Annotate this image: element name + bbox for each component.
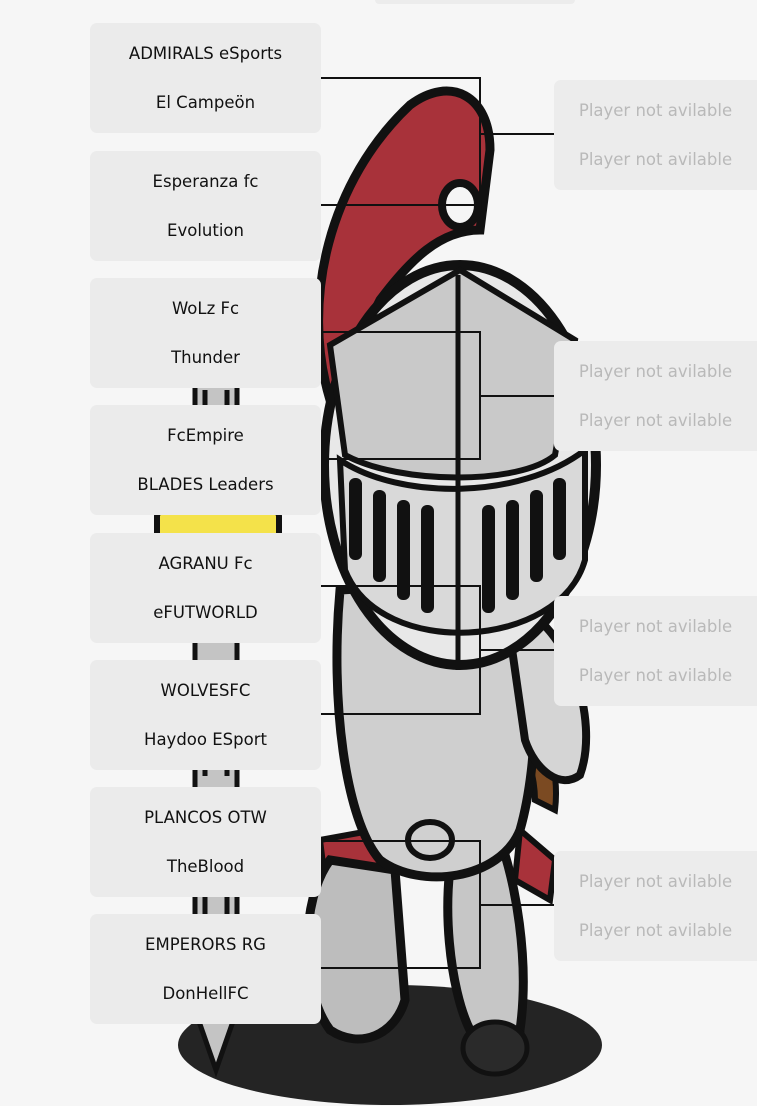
foot-right	[460, 1019, 530, 1077]
team-name[interactable]: EMPERORS RG	[145, 935, 266, 954]
team-name[interactable]: DonHellFC	[162, 984, 249, 1003]
next-round-card-4[interactable]: Player not avilable Player not avilable	[554, 851, 757, 961]
belt-ring	[405, 819, 455, 861]
match-card-7[interactable]: PLANCOS OTW TheBlood	[90, 787, 321, 897]
placeholder-slot: Player not avilable	[578, 362, 733, 381]
team-name[interactable]: BLADES Leaders	[137, 475, 274, 494]
match-card-1[interactable]: ADMIRALS eSports El Campeön	[90, 23, 321, 133]
placeholder-slot: Player not avilable	[578, 666, 733, 685]
team-name[interactable]: WOLVESFC	[160, 681, 251, 700]
visor-slits	[349, 478, 566, 613]
team-name[interactable]: PLANCOS OTW	[144, 808, 267, 827]
team-name[interactable]: Thunder	[171, 348, 240, 367]
next-round-card-2[interactable]: Player not avilable Player not avilable	[554, 341, 757, 451]
placeholder-slot: Player not avilable	[578, 411, 733, 430]
team-name[interactable]: FcEmpire	[167, 426, 244, 445]
match-card-5[interactable]: AGRANU Fc eFUTWORLD	[90, 533, 321, 643]
placeholder-slot: Player not avilable	[578, 921, 733, 940]
team-name[interactable]: Evolution	[167, 221, 244, 240]
team-name[interactable]: TheBlood	[166, 857, 245, 876]
team-name[interactable]: Esperanza fc	[152, 172, 259, 191]
team-name[interactable]: Haydoo ESport	[144, 730, 267, 749]
placeholder-slot: Player not avilable	[578, 617, 733, 636]
top-edge-card	[375, 0, 575, 4]
team-name[interactable]: ADMIRALS eSports	[128, 44, 283, 63]
placeholder-slot: Player not avilable	[578, 872, 733, 891]
leg-left	[303, 855, 410, 1044]
match-card-8[interactable]: EMPERORS RG DonHellFC	[90, 914, 321, 1024]
placeholder-slot: Player not avilable	[578, 150, 733, 169]
match-card-4[interactable]: FcEmpire BLADES Leaders	[90, 405, 321, 515]
next-round-card-1[interactable]: Player not avilable Player not avilable	[554, 80, 757, 190]
placeholder-slot: Player not avilable	[578, 101, 733, 120]
match-card-2[interactable]: Esperanza fc Evolution	[90, 151, 321, 261]
match-card-3[interactable]: WoLz Fc Thunder	[90, 278, 321, 388]
team-name[interactable]: El Campeön	[155, 93, 256, 112]
team-name[interactable]: eFUTWORLD	[153, 603, 258, 622]
plume-ring	[438, 179, 482, 231]
team-name[interactable]: AGRANU Fc	[158, 554, 253, 573]
boot-cuff-right	[511, 823, 559, 905]
match-card-6[interactable]: WOLVESFC Haydoo ESport	[90, 660, 321, 770]
team-name[interactable]: WoLz Fc	[171, 299, 240, 318]
next-round-card-3[interactable]: Player not avilable Player not avilable	[554, 596, 757, 706]
